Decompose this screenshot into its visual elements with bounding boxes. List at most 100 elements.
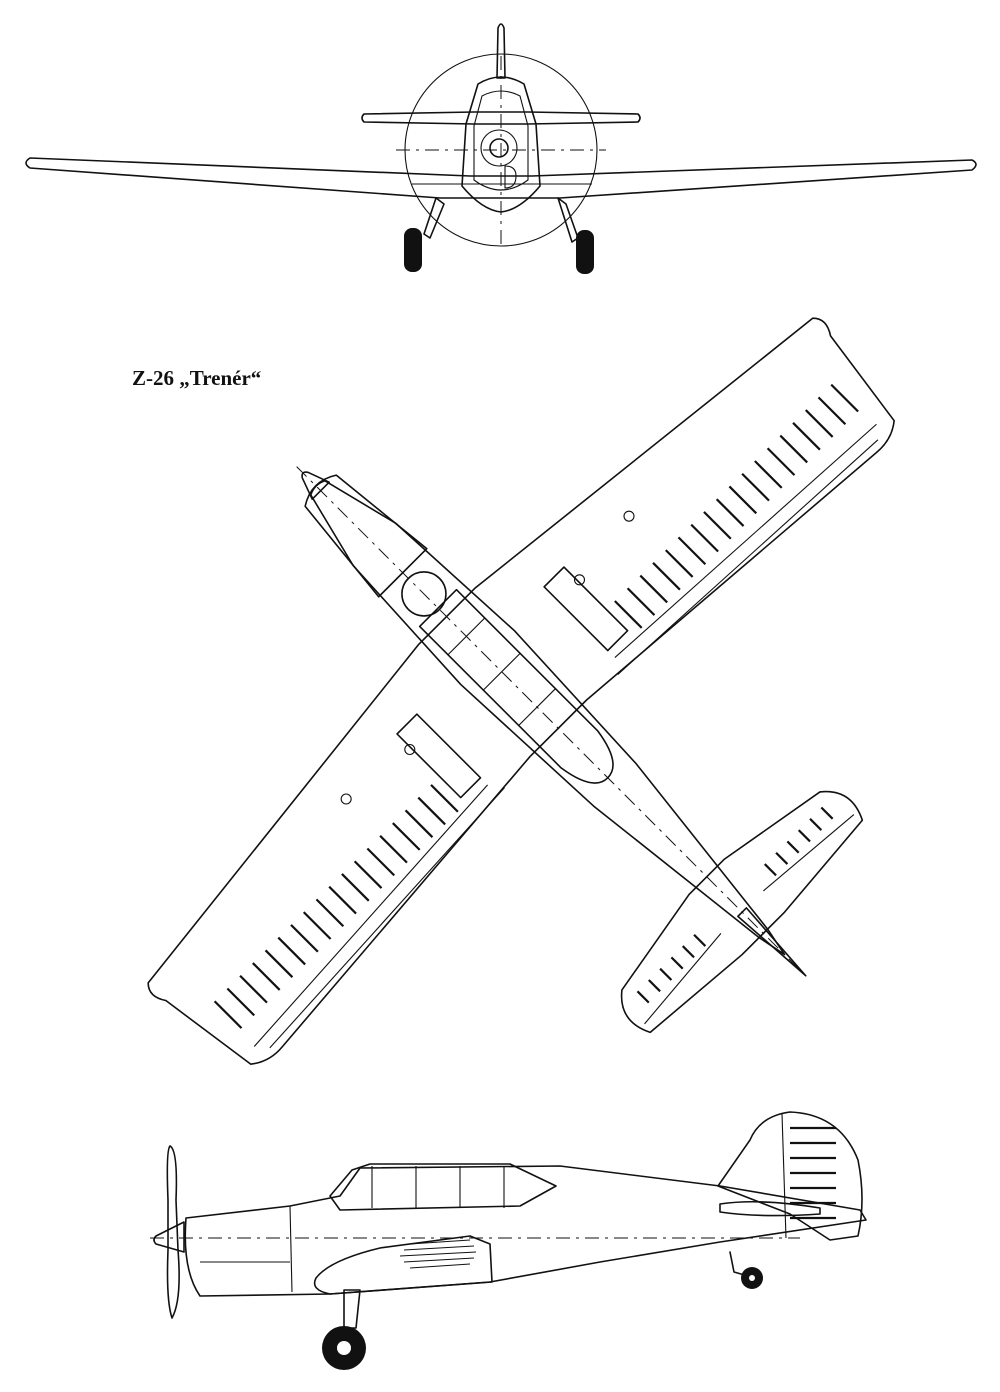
canopy-frame-2 — [482, 652, 521, 691]
elevator-line-upper — [762, 814, 855, 892]
ribsDn-rib — [379, 834, 408, 864]
ribsUp-rib — [677, 536, 707, 566]
rudder-ribs — [790, 1126, 836, 1220]
ribsDn-rib — [328, 885, 357, 915]
flap-line-lower — [253, 784, 488, 1047]
tailRibs-rib — [693, 933, 707, 947]
tailRibs-rib — [820, 806, 834, 820]
wing-side — [313, 1235, 493, 1295]
spinner-front — [489, 138, 509, 158]
ribsDn-rib — [226, 987, 256, 1017]
aileron-line-upper — [617, 439, 879, 675]
elevator-line-lower — [644, 932, 722, 1025]
wing-marker-3 — [573, 574, 586, 586]
aircraft-title: Z-26 „Trenér“ — [132, 366, 262, 390]
air-intake-front — [504, 165, 517, 189]
ribsDn-rib — [366, 847, 396, 877]
cowl-inner — [473, 90, 529, 191]
spinner-side — [153, 1221, 185, 1253]
tailRibs-rib — [636, 990, 650, 1004]
ribsUp-rib — [614, 600, 643, 629]
tailplane-top — [620, 790, 864, 1034]
ribsUp-rib — [664, 549, 694, 578]
fuselage-centerline — [296, 466, 800, 970]
fuselage-front — [461, 76, 541, 213]
ribsUp-rib — [792, 422, 821, 451]
ribsUp-rib — [652, 562, 681, 591]
main-gear-side — [343, 1289, 361, 1329]
ribsDn-rib — [430, 784, 459, 813]
ribsUp-rib — [817, 396, 847, 426]
rudder-top — [737, 907, 807, 977]
ribsDn-rib — [392, 822, 421, 851]
front-view — [25, 23, 977, 274]
tailRibs-rib — [809, 818, 823, 831]
ribsDn-rib — [213, 1000, 243, 1029]
canopy-side — [329, 1163, 557, 1211]
side-view — [150, 1111, 867, 1370]
cowling-top — [304, 474, 428, 598]
tailRibs-rib — [786, 840, 800, 854]
ribsDn-rib — [417, 796, 446, 826]
tailRibs-rib — [648, 979, 661, 993]
ribsDn-rib — [302, 911, 332, 940]
propeller-side — [166, 1145, 180, 1319]
cowling-joint — [289, 1205, 293, 1293]
ribsDn-rib — [264, 949, 294, 978]
wing-marker-2 — [340, 793, 352, 805]
left-gear-strut — [423, 197, 445, 239]
tailRibs-rib — [775, 851, 789, 865]
canopy-top — [418, 588, 614, 784]
ribsDn-rib — [341, 873, 370, 902]
ribsUp-rib — [639, 574, 668, 604]
tail-hub-side — [749, 1275, 755, 1281]
vertical-fin-front — [496, 23, 506, 79]
right-wheel-front — [576, 230, 594, 274]
tailRibs-rib — [681, 945, 695, 959]
rudder-hinge — [781, 1113, 787, 1239]
ribsUp-rib — [703, 511, 732, 540]
ribsDn-rib — [239, 974, 268, 1004]
root-panel-upper — [543, 566, 629, 652]
ribsUp-rib — [830, 383, 859, 413]
tailplane-front — [361, 111, 641, 125]
ribsDn-rib — [290, 924, 319, 953]
ribsUp-rib — [626, 587, 656, 616]
ribsUp-rib — [804, 409, 834, 438]
main-hub-side — [337, 1341, 351, 1355]
ribsDn-rib — [315, 898, 345, 928]
fin-side — [717, 1111, 863, 1241]
wing-marker-4 — [404, 743, 416, 756]
wing-top — [147, 317, 895, 1065]
wing-hatching — [399, 1239, 477, 1269]
ribsUp-rib — [690, 523, 719, 553]
spinner-ring — [480, 129, 518, 167]
instrument-panel-top — [401, 571, 447, 617]
ribsDn-rib — [404, 809, 434, 838]
left-wheel-front — [404, 228, 422, 272]
ribsDn-rib — [353, 860, 383, 889]
wing-front — [25, 157, 977, 199]
tail-ribs — [636, 806, 834, 1004]
canopy-frame-1 — [447, 617, 486, 656]
stab-side — [719, 1200, 821, 1217]
spinner-top — [301, 471, 330, 500]
wing-ribs-lower — [213, 784, 459, 1029]
canopy-frame-3 — [518, 688, 556, 726]
tailRibs-rib — [670, 956, 684, 970]
ribsDn-rib — [252, 962, 281, 991]
flap-line-upper — [614, 423, 877, 658]
ribsUp-rib — [741, 472, 770, 502]
aileron-line-lower — [269, 787, 505, 1049]
root-panel-lower — [396, 713, 482, 799]
tailRibs-rib — [763, 863, 777, 877]
ribsUp-rib — [728, 485, 758, 515]
ribsUp-rib — [779, 434, 808, 464]
ribsDn-rib — [277, 936, 306, 966]
right-gear-strut — [557, 197, 579, 243]
top-view — [147, 317, 895, 1065]
tailRibs-rib — [659, 967, 673, 981]
wing-marker-1 — [623, 510, 635, 522]
